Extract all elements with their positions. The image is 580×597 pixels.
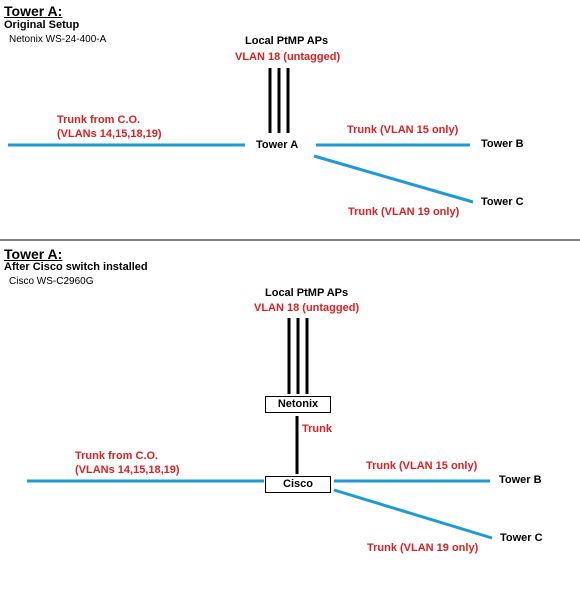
bottom-aps-label: Local PtMP APs	[265, 287, 349, 299]
bottom-tower-c: Tower C	[500, 532, 543, 544]
bottom-trunk-c-label: Trunk (VLAN 19 only)	[367, 542, 479, 554]
top-trunk-c-line	[313, 154, 474, 204]
top-trunk-co-label-2: (VLANs 14,15,18,19)	[57, 128, 162, 140]
top-aps-label: Local PtMP APs	[245, 35, 329, 47]
bottom-trunk-co-label-2: (VLANs 14,15,18,19)	[75, 464, 180, 476]
bottom-title: Tower A:	[4, 246, 63, 262]
bottom-trunk-between-label: Trunk	[302, 423, 332, 435]
top-tower-b: Tower B	[481, 138, 524, 150]
top-trunk-b-label: Trunk (VLAN 15 only)	[347, 124, 459, 136]
cisco-switch-box: Cisco	[265, 476, 331, 493]
top-tower-c: Tower C	[481, 196, 524, 208]
top-model: Netonix WS-24-400-A	[9, 34, 107, 45]
top-ap-lines	[268, 68, 290, 133]
top-node-tower-a: Tower A	[256, 139, 299, 151]
netonix-switch-box: Netonix	[265, 396, 331, 413]
bottom-trunk-co-label-1: Trunk from C.O.	[75, 450, 159, 462]
bottom-model: Cisco WS-C2960G	[9, 276, 94, 287]
top-trunk-co-label-1: Trunk from C.O.	[57, 114, 141, 126]
bottom-trunk-c-line	[333, 488, 493, 540]
bottom-trunk-b-label: Trunk (VLAN 15 only)	[366, 460, 478, 472]
top-title: Tower A:	[4, 3, 63, 19]
top-trunk-c-label: Trunk (VLAN 19 only)	[348, 206, 460, 218]
top-aps-vlan: VLAN 18 (untagged)	[235, 51, 341, 63]
bottom-aps-vlan: VLAN 18 (untagged)	[254, 302, 360, 314]
bottom-ap-lines	[287, 318, 309, 394]
bottom-subtitle: After Cisco switch installed	[4, 261, 148, 273]
top-subtitle: Original Setup	[4, 19, 80, 31]
bottom-tower-b: Tower B	[499, 474, 542, 486]
